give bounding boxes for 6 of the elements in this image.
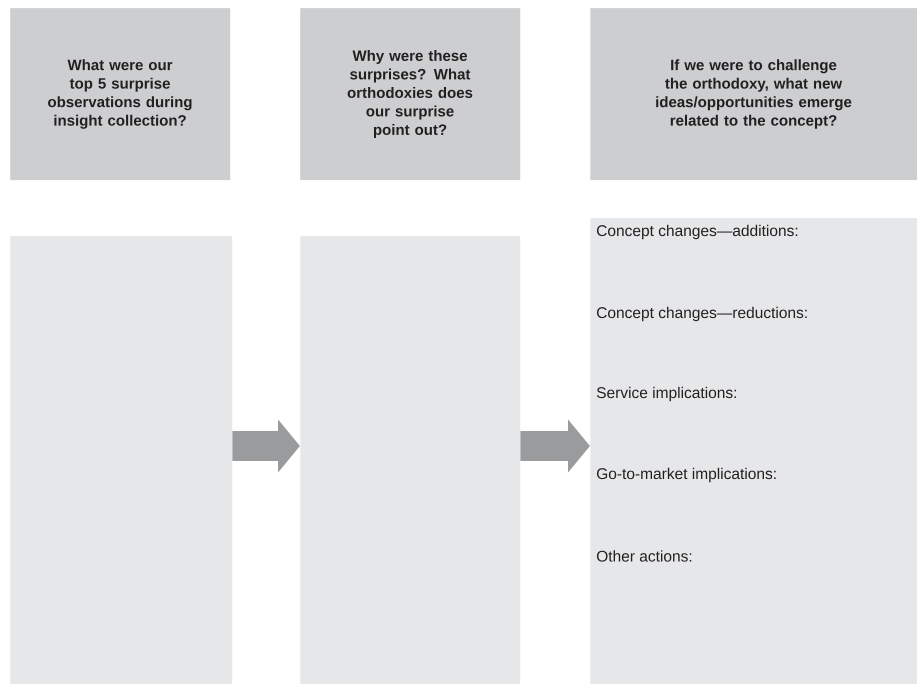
column-box: Concept changes—additions: Concept changes—reductions: Service implications: Go-to-market implications: Other actions:	[590, 218, 917, 684]
column-box	[10, 236, 232, 684]
header-box: What were our top 5 surprise observations during insight collection?	[10, 8, 230, 180]
column-box	[300, 236, 520, 684]
header-box: Why were these surprises? What orthodoxies does our surprise point out?	[300, 8, 520, 180]
header-box: If we were to challenge the orthodoxy, what new ideas/opportunities emerge related to the concept?	[590, 8, 917, 180]
